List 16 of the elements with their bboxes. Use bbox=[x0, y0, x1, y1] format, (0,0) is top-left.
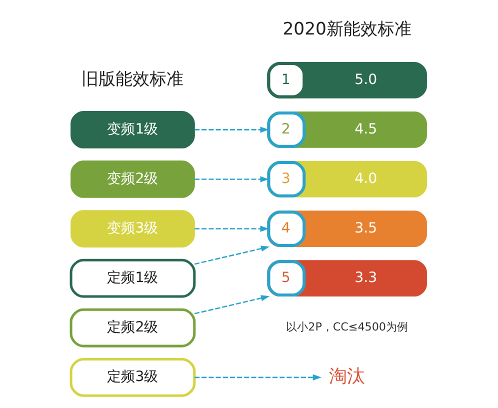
arrow bbox=[194, 374, 322, 380]
arrow bbox=[194, 176, 269, 182]
node-box: 变频3级 bbox=[70, 210, 195, 248]
label: 2020新能效标准 bbox=[282, 20, 412, 40]
label: 以小2P，CC≤4500为例 bbox=[286, 320, 408, 334]
node-box: 定频2级 bbox=[70, 308, 196, 348]
arrow bbox=[194, 246, 270, 265]
arrow bbox=[194, 226, 269, 232]
node-text: 淘汰 bbox=[329, 366, 366, 386]
node-box: 定频1级 bbox=[70, 258, 196, 298]
arrow bbox=[194, 295, 270, 314]
arrow bbox=[194, 126, 269, 133]
node-box: 定频3级 bbox=[70, 358, 196, 397]
label: 旧版能效标准 bbox=[82, 69, 184, 90]
node-box: 变频1级 bbox=[70, 110, 195, 148]
node-box: 变频2级 bbox=[70, 160, 195, 198]
